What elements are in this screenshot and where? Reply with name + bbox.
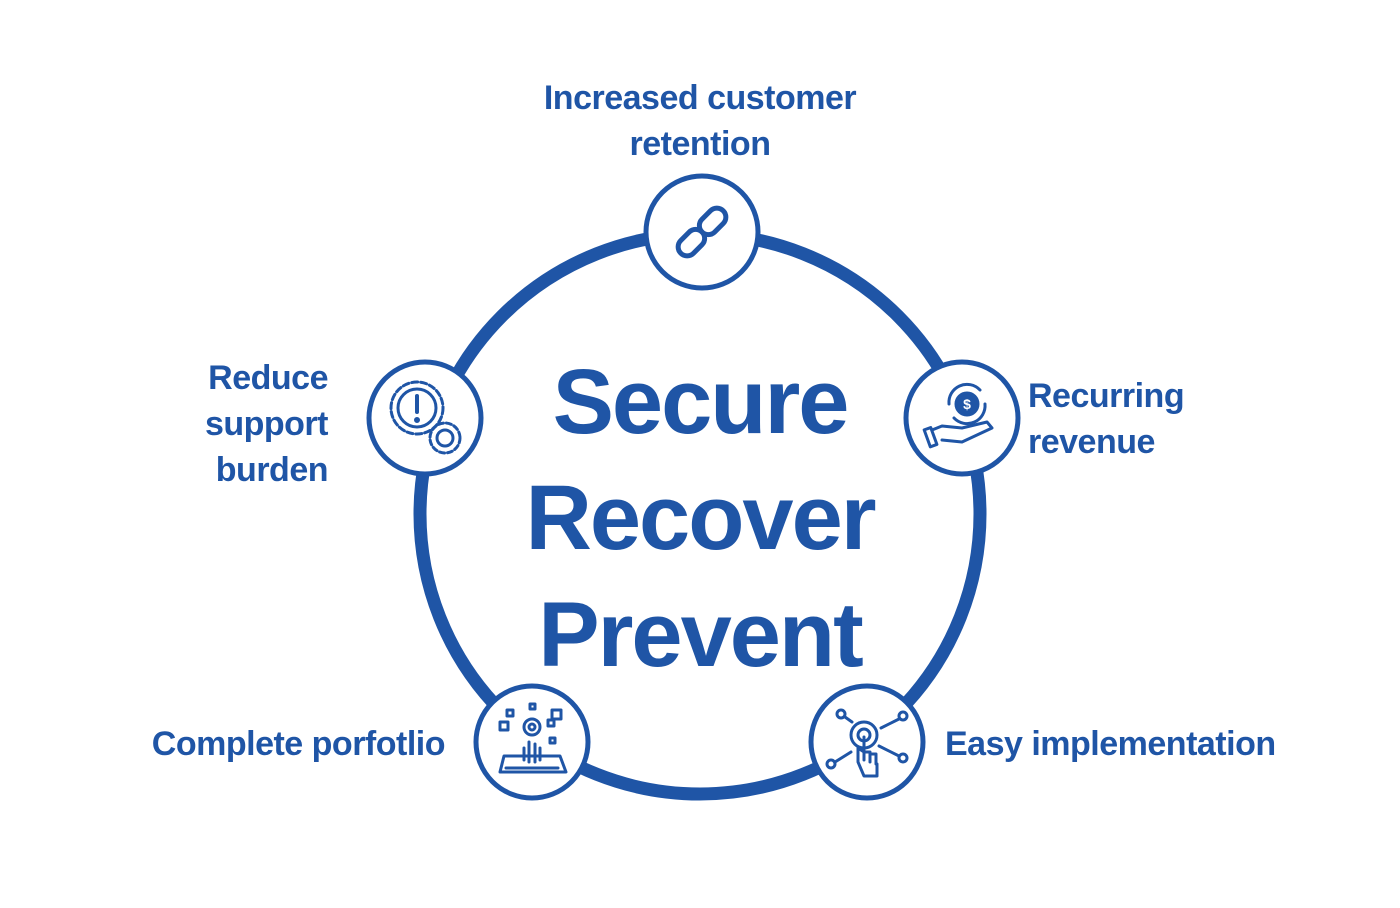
label-revenue: Recurring revenue bbox=[1028, 373, 1185, 465]
label-line: burden bbox=[215, 451, 329, 489]
label-line: Recurring bbox=[1028, 377, 1185, 415]
center-title-secure: Secure bbox=[552, 351, 850, 453]
label-implementation: Easy implementation bbox=[945, 721, 1276, 767]
svg-text:$: $ bbox=[963, 396, 971, 412]
gear-touch-icon bbox=[825, 708, 909, 778]
label-line: revenue bbox=[1028, 423, 1155, 461]
label-line: Reduce bbox=[208, 359, 328, 397]
label-line: Complete porfotlio bbox=[151, 725, 446, 763]
link-icon bbox=[675, 205, 729, 259]
label-retention: Increased customer retention bbox=[450, 75, 950, 167]
label-line: support bbox=[204, 405, 329, 443]
hand-dollar-icon: $ bbox=[922, 382, 994, 449]
node-implementation bbox=[808, 683, 926, 801]
gears-alert-icon bbox=[389, 380, 462, 455]
label-line: Easy implementation bbox=[945, 725, 1276, 763]
center-title-recover: Recover bbox=[525, 467, 876, 569]
label-support: Reduce support burden bbox=[204, 355, 329, 493]
label-portfolio: Complete porfotlio bbox=[151, 721, 446, 767]
label-line: Increased customer bbox=[543, 79, 857, 117]
portfolio-blocks-icon bbox=[498, 702, 568, 774]
center-title-prevent: Prevent bbox=[538, 584, 864, 686]
label-line: retention bbox=[629, 125, 771, 163]
